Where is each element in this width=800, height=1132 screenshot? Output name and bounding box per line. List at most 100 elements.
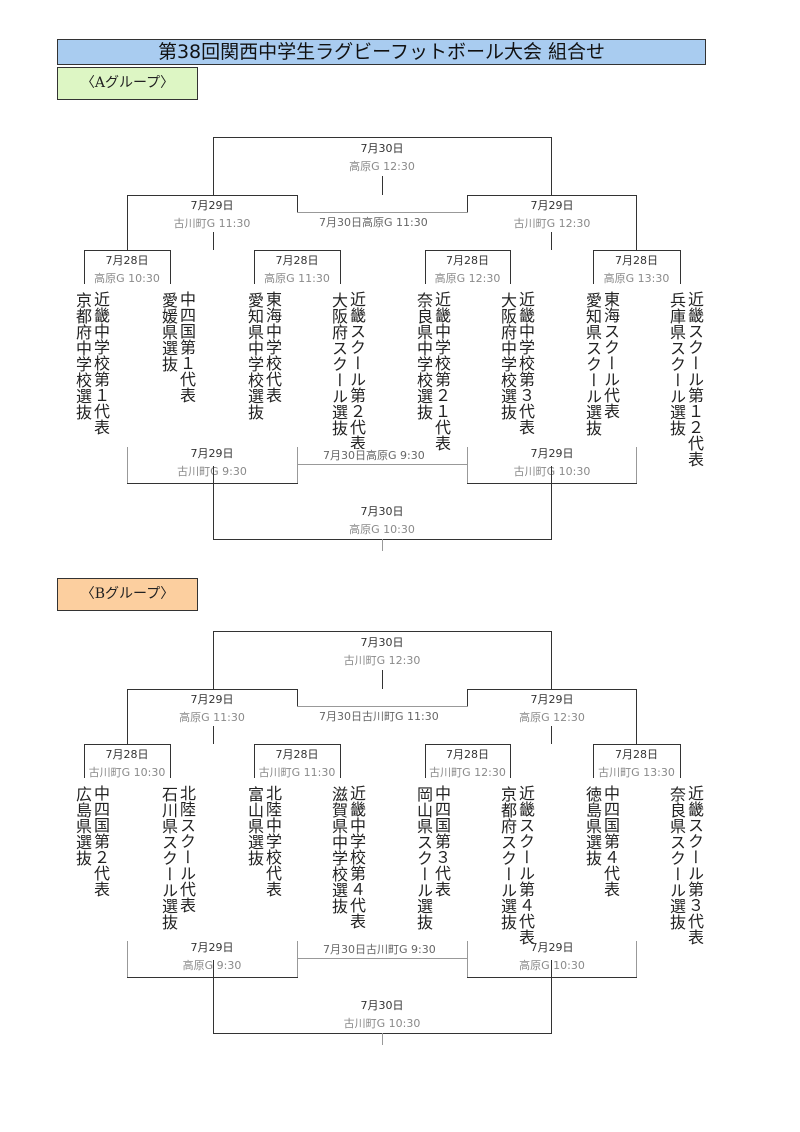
semi-bottom-1-match-date: 7月29日 <box>190 941 234 954</box>
final-bottom-center-stem <box>382 539 383 551</box>
first-round-2-team-1-qualifier: 北陸中学校代表 <box>263 785 282 897</box>
first-round-4-bar <box>593 250 681 251</box>
first-round-2-left-drop <box>254 250 255 284</box>
final-top-match-date: 7月30日 <box>360 636 404 649</box>
first-round-1-match: 7月28日古川町G 10:30 <box>72 746 182 782</box>
semi-top-2-stem <box>551 232 552 250</box>
first-round-2-bar <box>254 744 341 745</box>
final-bottom-match-venue: 古川町G 10:30 <box>343 1017 421 1030</box>
semi-top-right-stub <box>467 195 468 213</box>
semi-bottom-1-match: 7月29日古川町G 9:30 <box>157 445 267 481</box>
group-b-label: 〈Bグループ〉 <box>57 578 198 611</box>
semi-bottom-2-bar <box>467 483 637 484</box>
semi-bottom-2-match-venue: 古川町G 10:30 <box>513 465 591 478</box>
first-round-3-team-1-name: 岡山県スクール選抜 <box>414 786 433 930</box>
first-round-2-team-1-name: 富山県選抜 <box>245 786 264 866</box>
first-round-1-team-2-name: 愛媛県選抜 <box>159 292 178 372</box>
final-top-match: 7月30日古川町G 12:30 <box>327 634 437 670</box>
semi-top-1-stem <box>213 232 214 250</box>
first-round-2-team-1-name: 愛知県中学校選抜 <box>245 292 264 420</box>
first-round-4-team-2-qualifier: 近畿スクール第１２代表 <box>685 291 704 467</box>
first-round-4-team-2-qualifier: 近畿スクール第３代表 <box>685 785 704 945</box>
first-round-4-match-venue: 古川町G 13:30 <box>598 766 675 779</box>
placement-top-match: 7月30日高原G 11:30 <box>318 216 429 230</box>
first-round-1-team-1-qualifier: 近畿中学校第１代表 <box>91 291 110 435</box>
semi-bottom-2-match-venue: 高原G 10:30 <box>519 959 585 972</box>
first-round-4-match-date: 7月28日 <box>615 254 658 267</box>
cross-top-line <box>297 706 468 707</box>
first-round-1-match: 7月28日高原G 10:30 <box>72 252 182 288</box>
first-round-3-bar <box>425 250 511 251</box>
semi-bottom-1-match-date: 7月29日 <box>190 447 234 460</box>
first-round-2-match: 7月28日古川町G 11:30 <box>242 746 352 782</box>
final-top-match-date: 7月30日 <box>360 142 404 155</box>
semi-bottom-2-bar <box>467 977 637 978</box>
cross-bottom-line <box>297 958 468 959</box>
first-round-2-match: 7月28日高原G 11:30 <box>242 252 352 288</box>
semi-bottom-1-right-rise <box>297 941 298 978</box>
semi-top-2-match: 7月29日高原G 12:30 <box>497 691 607 727</box>
first-round-1-match-venue: 古川町G 10:30 <box>88 766 166 779</box>
first-round-1-team-2-qualifier: 中四国第１代表 <box>177 291 196 403</box>
first-round-1-match-date: 7月28日 <box>105 748 149 761</box>
first-round-4-right-drop <box>680 250 681 284</box>
first-round-3-match: 7月28日高原G 12:30 <box>413 252 523 288</box>
first-round-3-match: 7月28日古川町G 12:30 <box>413 746 523 782</box>
semi-bottom-1-left-rise <box>127 447 128 484</box>
first-round-3-right-drop <box>510 250 511 284</box>
semi-top-1-match-venue: 高原G 11:30 <box>179 711 245 724</box>
final-top-match-venue: 高原G 12:30 <box>349 160 415 173</box>
semi-top-left-stub <box>297 195 298 213</box>
semi-bottom-1-bar <box>127 483 298 484</box>
first-round-1-team-1-name: 京都府中学校選抜 <box>73 292 92 420</box>
semi-bottom-2-right-rise <box>636 941 637 978</box>
first-round-2-match-venue: 高原G 11:30 <box>264 272 330 285</box>
first-round-4-team-1-name: 愛知県スクール選抜 <box>583 292 602 436</box>
final-top-match: 7月30日高原G 12:30 <box>327 140 437 176</box>
first-round-4-left-drop <box>593 744 594 778</box>
first-round-4-match-venue: 高原G 13:30 <box>603 272 670 285</box>
first-round-4-team-1-qualifier: 東海スクール代表 <box>601 291 620 419</box>
first-round-1-team-2-qualifier: 北陸スクール代表 <box>177 785 196 913</box>
first-round-2-match-date: 7月28日 <box>275 748 319 761</box>
first-round-2-team-2-name: 滋賀県中学校選抜 <box>329 786 348 914</box>
first-round-4-match: 7月28日古川町G 13:30 <box>582 746 692 782</box>
final-bottom-match-date: 7月30日 <box>360 505 404 518</box>
group-a-label: 〈Aグループ〉 <box>57 67 198 100</box>
first-round-2-team-2-qualifier: 近畿スクール第２代表 <box>347 291 366 451</box>
first-round-3-right-drop <box>510 744 511 778</box>
semi-bottom-2-match-date: 7月29日 <box>530 941 574 954</box>
final-top-right-drop <box>551 631 552 689</box>
final-bottom-match: 7月30日古川町G 10:30 <box>327 997 437 1033</box>
semi-top-2-match-date: 7月29日 <box>530 693 574 706</box>
semi-bottom-1-match: 7月29日高原G 9:30 <box>157 939 267 975</box>
semi-top-1-match-venue: 古川町G 11:30 <box>173 217 251 230</box>
first-round-1-match-venue: 高原G 10:30 <box>94 272 160 285</box>
page-title: 第38回関西中学生ラグビーフットボール大会 組合せ <box>57 39 706 65</box>
semi-bottom-2-match: 7月29日古川町G 10:30 <box>497 445 607 481</box>
final-bottom-match-date: 7月30日 <box>360 999 404 1012</box>
first-round-2-match-date: 7月28日 <box>275 254 319 267</box>
first-round-3-match-date: 7月28日 <box>446 254 489 267</box>
first-round-3-left-drop <box>425 250 426 284</box>
first-round-1-team-1-name: 広島県選抜 <box>73 786 92 866</box>
semi-top-1-drop <box>127 195 128 250</box>
final-bottom-left-rise <box>213 466 214 540</box>
semi-top-left-bar <box>127 689 297 690</box>
final-bottom-left-rise <box>213 960 214 1034</box>
first-round-2-bar <box>254 250 341 251</box>
first-round-3-team-2-qualifier: 近畿中学校第３代表 <box>516 291 535 435</box>
final-top-bar <box>213 631 552 632</box>
cross-bottom-line <box>297 464 468 465</box>
semi-bottom-2-match-date: 7月29日 <box>530 447 574 460</box>
first-round-1-team-1-qualifier: 中四国第２代表 <box>91 785 110 897</box>
semi-top-1-match: 7月29日高原G 11:30 <box>157 691 267 727</box>
first-round-1-bar <box>84 744 171 745</box>
first-round-3-team-1-name: 奈良県中学校選抜 <box>414 292 433 420</box>
first-round-4-match-date: 7月28日 <box>615 748 658 761</box>
final-bottom-right-rise <box>551 466 552 540</box>
final-top-right-drop <box>551 137 552 195</box>
semi-bottom-2-right-rise <box>636 447 637 484</box>
first-round-1-team-2-name: 石川県スクール選抜 <box>159 786 178 930</box>
first-round-2-right-drop <box>340 744 341 778</box>
